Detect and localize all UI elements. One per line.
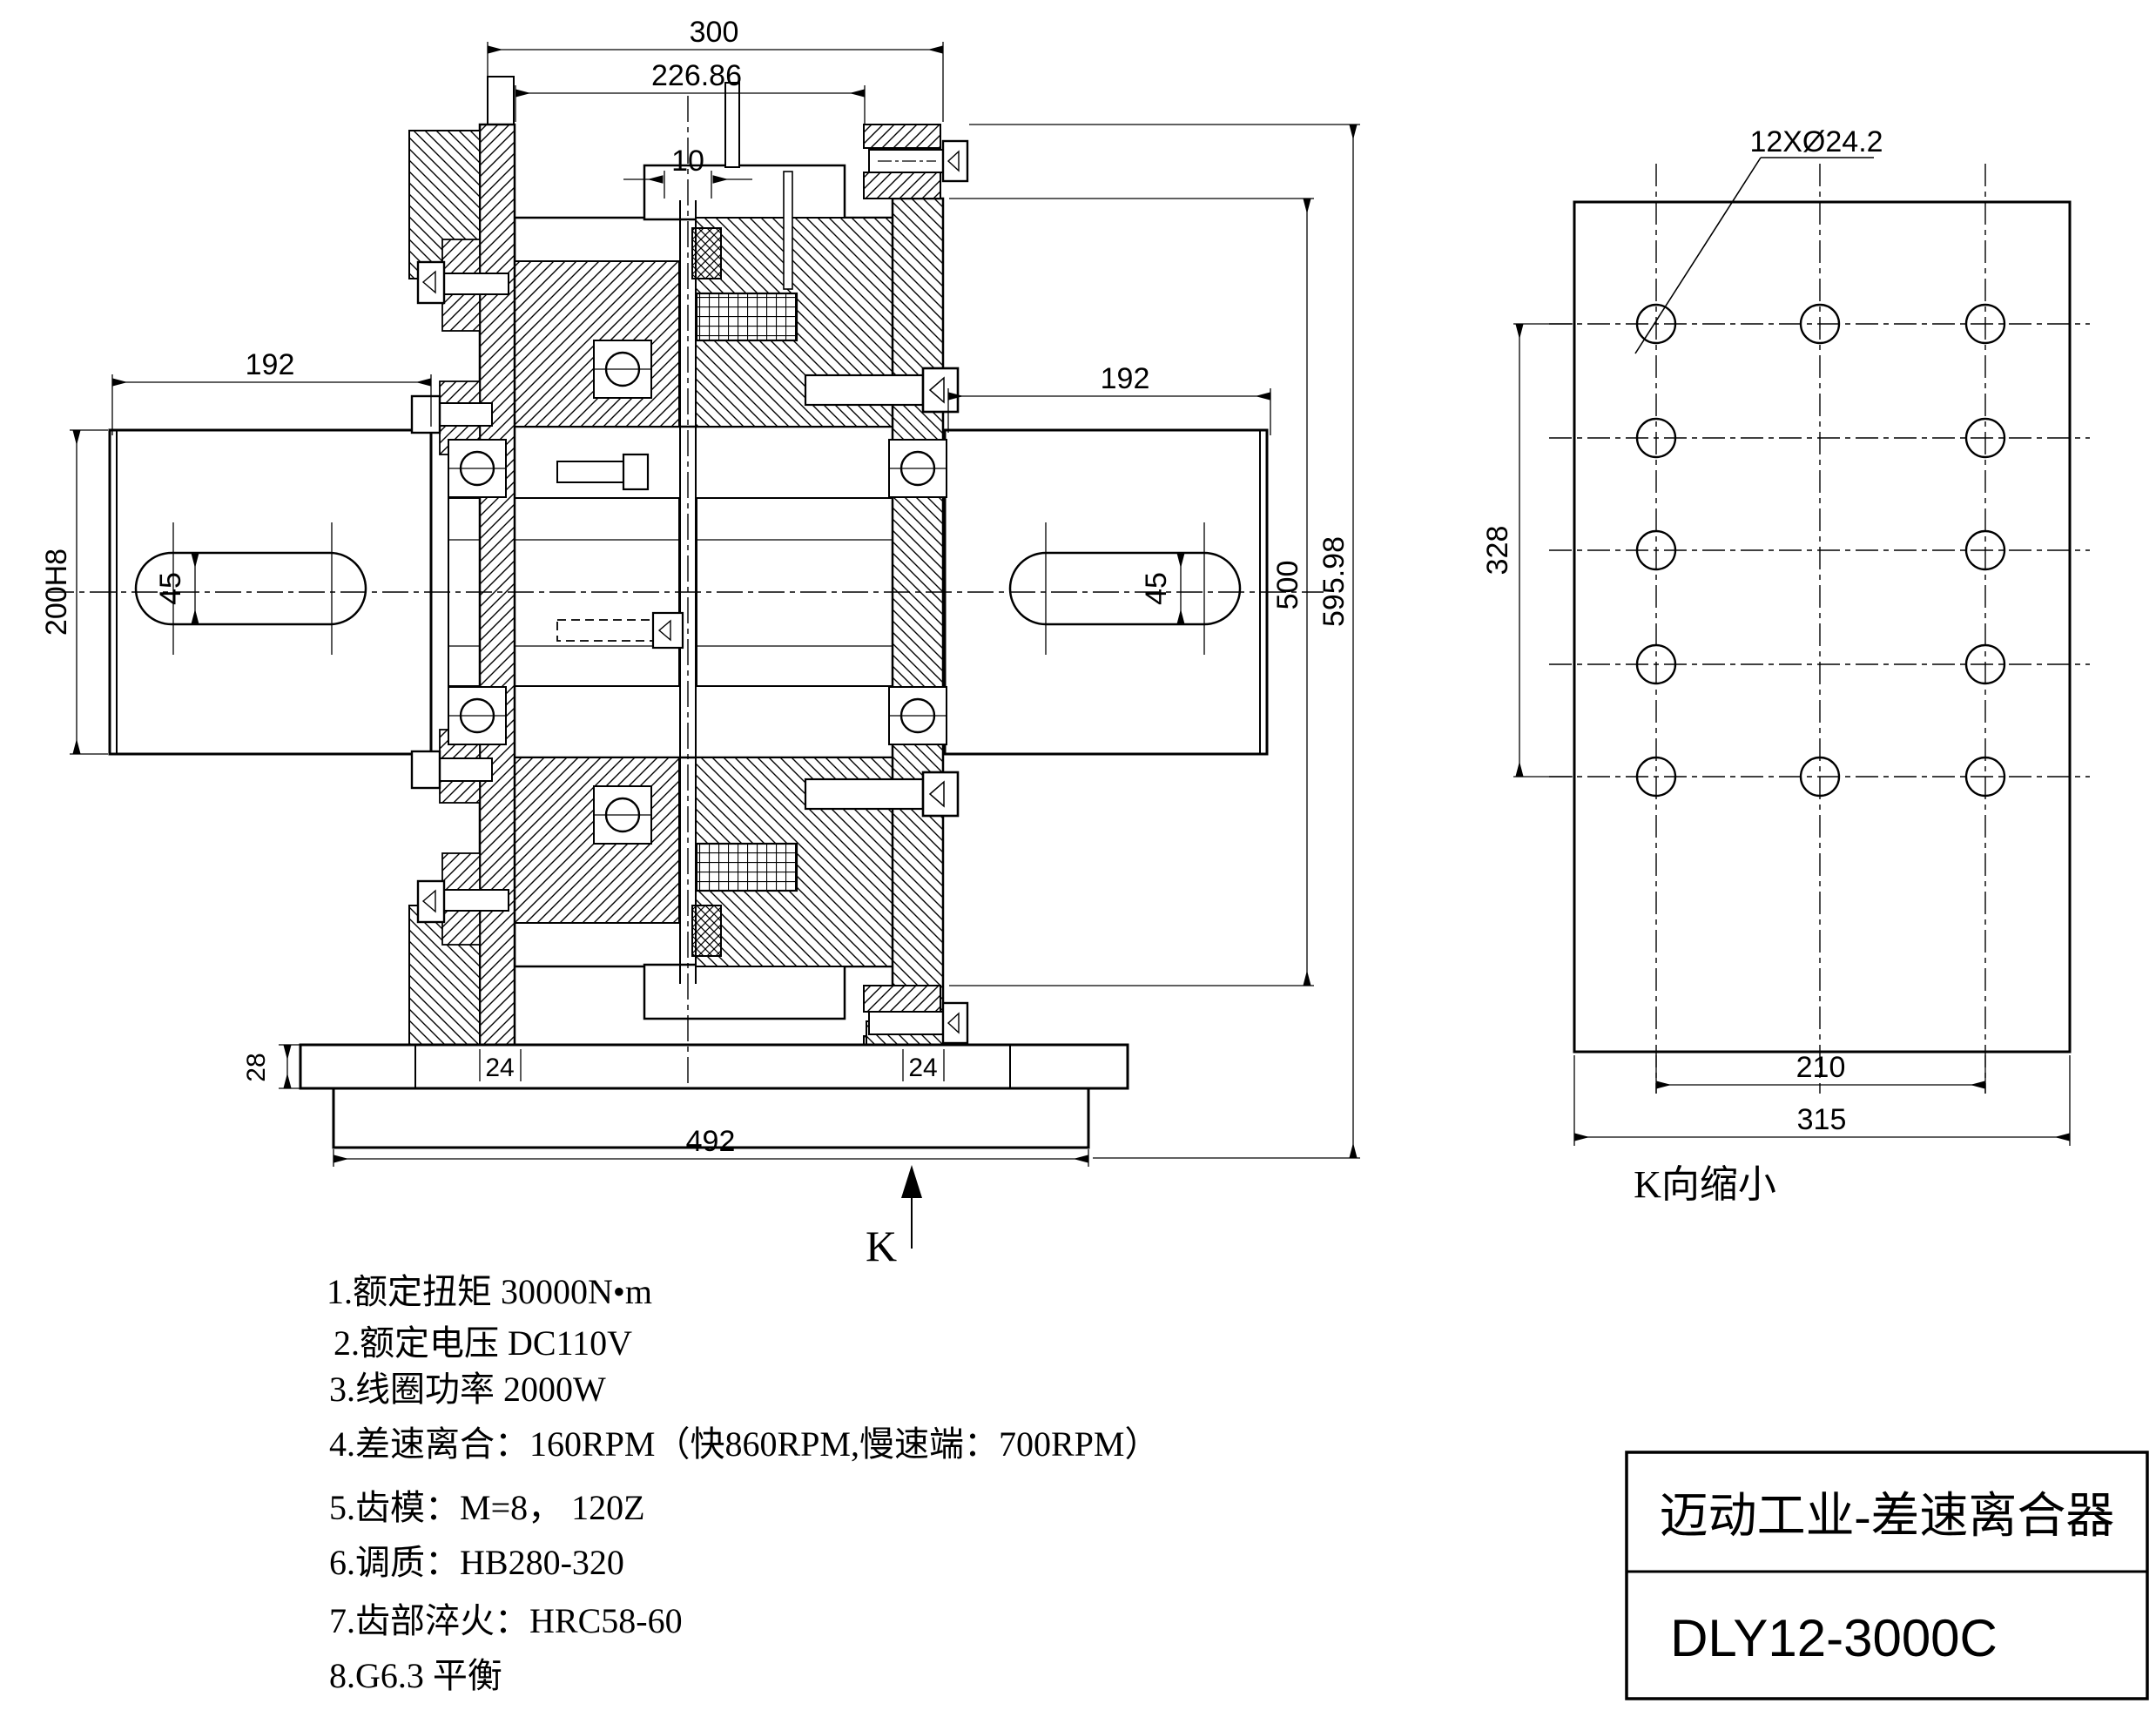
- note-line: 4.差速离合：160RPM（快860RPM,慢速端：700RPM）: [329, 1424, 1159, 1464]
- bolt-right-bottom: [868, 1001, 969, 1045]
- dimension-10: 10: [623, 145, 752, 199]
- ball-bearings: [448, 340, 947, 845]
- k-view-hole-callout: 12XØ24.2: [1634, 125, 1883, 354]
- main-section-view: 300 226.86 10 192 192: [40, 16, 1360, 1270]
- title-block-model: DLY12-3000C: [1670, 1609, 1998, 1667]
- dim-595-text: 595.98: [1317, 536, 1351, 627]
- k-view-plate: [1573, 200, 2072, 1054]
- dimension-595-98: 595.98: [969, 124, 1360, 1159]
- bolt-left-upper: [416, 239, 509, 332]
- bolt-right-top: [868, 139, 969, 183]
- right-keyway-slot: [1008, 551, 1242, 626]
- dimension-500: 500: [949, 198, 1314, 986]
- note-line: 5.齿模：M=8， 120Z: [329, 1488, 645, 1527]
- top-pin: [724, 82, 740, 168]
- note-line: 8.G6.3 平衡: [329, 1656, 502, 1695]
- k-view-row-centerlines: [1549, 323, 2090, 778]
- dim-28-text: 28: [242, 1053, 271, 1081]
- dimension-28: 28: [242, 1044, 302, 1089]
- note-line: 6.调质：HB280-320: [329, 1543, 624, 1582]
- view-arrow-K-label: K: [866, 1222, 897, 1270]
- bolt-left-mid: [410, 380, 493, 455]
- dim-24-left-text: 24: [485, 1054, 514, 1082]
- title-block: 迈动工业-差速离合器 DLY12-3000C: [1625, 1451, 2149, 1700]
- bolt-center-small: [556, 453, 650, 491]
- dimension-328: 328: [1481, 323, 1573, 778]
- bearing: [593, 340, 652, 399]
- dimension-300: 300: [487, 16, 944, 122]
- bearing: [448, 686, 507, 745]
- dim-200H8-text: 200H8: [40, 549, 73, 636]
- coil-windings: [691, 171, 798, 957]
- view-arrow-K: K: [866, 1165, 922, 1270]
- dim-328-text: 328: [1481, 526, 1514, 576]
- bolt-left-lower-mid: [410, 729, 493, 804]
- dim-45-left-text: 45: [154, 572, 187, 605]
- dim-500-text: 500: [1271, 561, 1304, 610]
- dim-300-text: 300: [690, 16, 739, 49]
- bearing: [448, 439, 507, 498]
- dimension-24-left: 24: [479, 1049, 522, 1082]
- technical-notes: 1.额定扭矩 30000N•m 2.额定电压 DC110V 3.线圈功率 200…: [327, 1272, 1159, 1695]
- bearing: [888, 439, 947, 498]
- bolt-center-hidden: [556, 611, 684, 650]
- note-line: 7.齿部淬火：HRC58-60: [329, 1601, 683, 1640]
- bolt-left-lower: [416, 852, 509, 946]
- bolt-inner-lower-right: [804, 771, 960, 818]
- mounting-base: [299, 1043, 1129, 1149]
- dimension-45-left: 45: [154, 552, 199, 625]
- dim-24-right-text: 24: [908, 1054, 937, 1082]
- note-line: 3.线圈功率 2000W: [329, 1370, 606, 1409]
- centerlines: [48, 96, 1324, 1088]
- dimension-226-86: 226.86: [515, 59, 866, 125]
- dimension-210: 210: [1655, 1051, 1986, 1094]
- dim-315-text: 315: [1797, 1103, 1847, 1136]
- dim-492-text: 492: [686, 1125, 736, 1158]
- note-line: 2.额定电压 DC110V: [334, 1323, 632, 1363]
- coil-lead-pin: [783, 171, 793, 290]
- bearing: [593, 785, 652, 845]
- k-view-caption: K向缩小: [1634, 1163, 1776, 1206]
- title-block-product: 迈动工业-差速离合器: [1660, 1490, 2115, 1544]
- dimension-192-left: 192: [111, 348, 432, 435]
- k-view: 12XØ24.2 328 210 315 K向缩小: [1481, 125, 2090, 1206]
- bolt-inner-upper-right: [804, 367, 960, 414]
- dim-45-right-text: 45: [1140, 572, 1173, 605]
- k-view-holes: [1635, 303, 2006, 798]
- dim-226-text: 226.86: [651, 59, 742, 92]
- housing-body: [448, 82, 924, 1020]
- note-line: 1.额定扭矩 30000N•m: [327, 1272, 652, 1311]
- dim-10-text: 10: [671, 145, 704, 178]
- bottom-cap: [643, 963, 846, 1020]
- dimension-200H8: 200H8: [40, 429, 108, 755]
- dimension-45-right: 45: [1140, 552, 1185, 625]
- dim-192-left-text: 192: [246, 348, 295, 381]
- dimension-492: 492: [333, 1125, 1089, 1167]
- dim-192-right-text: 192: [1101, 362, 1150, 395]
- bearing: [888, 686, 947, 745]
- k-view-column-centerlines: [1655, 164, 1986, 1094]
- bolts: [410, 139, 969, 1045]
- dimension-24-right: 24: [902, 1049, 945, 1082]
- dim-210-text: 210: [1796, 1051, 1846, 1084]
- dimension-315: 315: [1573, 1055, 2071, 1146]
- hole-callout-text: 12XØ24.2: [1749, 125, 1883, 158]
- dimension-192-right: 192: [947, 362, 1271, 435]
